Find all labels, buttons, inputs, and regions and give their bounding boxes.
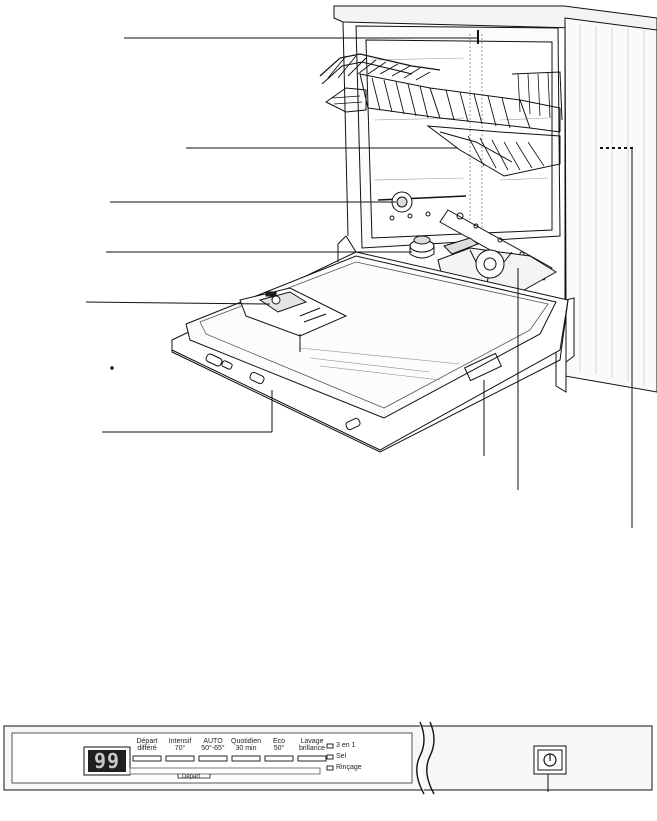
cabinet (333, 5, 657, 393)
indicator-sel-label: Sel (336, 753, 347, 760)
lower-basket (426, 125, 561, 177)
power-icon (543, 753, 557, 767)
upper-basket (319, 53, 563, 133)
program-button-quotidien[interactable]: Quotidien 30 min (231, 738, 261, 752)
spray-nozzle (391, 191, 413, 213)
program-button-bars (132, 755, 327, 762)
salt-container (409, 235, 435, 259)
indicator-rincage-label: Rinçage (336, 764, 362, 771)
callout-lines (85, 37, 634, 528)
time-display: 99 (88, 750, 126, 772)
program-button-intensif[interactable]: Intensif 70° (168, 738, 192, 752)
program-button-depart-differe[interactable]: Départ différé (136, 738, 158, 752)
indicator-3en1-label: 3 en 1 (336, 742, 356, 749)
program-button-eco[interactable]: Eco 50° (272, 738, 286, 752)
indicator-lamps (326, 743, 334, 771)
detergent-dispenser (239, 287, 348, 337)
program-button-lavage-brillance[interactable]: Lavage brillance (298, 738, 326, 752)
power-button[interactable] (539, 751, 561, 769)
program-button-auto[interactable]: AUTO 50°-65° (201, 738, 225, 752)
subprogram-label: Départ (182, 774, 201, 780)
subprogram-bracket (177, 774, 211, 779)
